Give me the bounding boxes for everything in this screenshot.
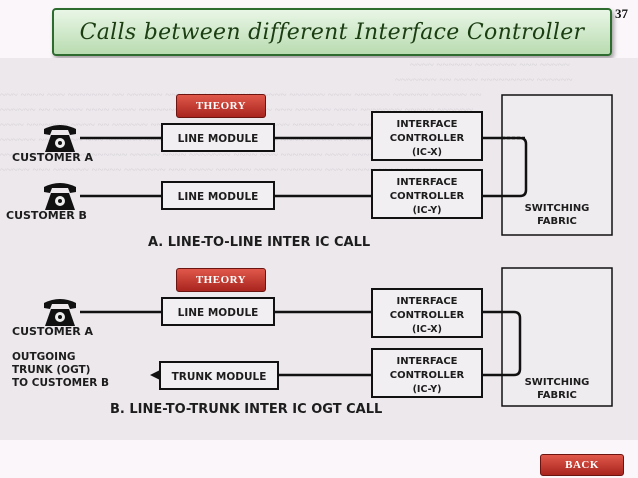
ic-y-line-2: CONTROLLER — [390, 191, 465, 202]
ic-x-line-3: (IC-X) — [412, 147, 442, 158]
trunk-module-label: TRUNK MODULE — [172, 371, 267, 383]
interface-controller-diagram: CUSTOMER A CUSTOMER B LINE MODULE LINE M… — [6, 94, 613, 417]
telephone-c-icon — [44, 299, 76, 326]
interface-controller-x-box-b — [371, 288, 483, 338]
ic-y-b-line-2: CONTROLLER — [390, 370, 465, 381]
outgoing-line-2: TRUNK (OGT) — [12, 364, 90, 376]
interface-controller-y-box — [371, 169, 483, 219]
customer-a-label-b: CUSTOMER A — [12, 325, 94, 338]
fabric-b-line-1: SWITCHING — [525, 377, 590, 388]
ic-x-b-line-3: (IC-X) — [412, 324, 442, 335]
line-module-label-b: LINE MODULE — [178, 307, 259, 319]
interface-controller-x-box — [371, 111, 483, 161]
interface-controller-y-box-b — [371, 348, 483, 398]
theory-button-1[interactable]: THEORY — [176, 94, 266, 118]
switching-fabric-a-box — [501, 94, 613, 236]
line-module-label-1: LINE MODULE — [178, 133, 259, 145]
ic-y-line-3: (IC-Y) — [413, 205, 442, 216]
fabric-a-line-1: SWITCHING — [525, 203, 590, 214]
ic-y-b-line-3: (IC-Y) — [413, 384, 442, 395]
ic-y-line-1: INTERFACE — [396, 177, 457, 188]
caption-a: A. LINE-TO-LINE INTER IC CALL — [148, 235, 370, 250]
trunk-module-box — [159, 361, 279, 390]
ic-x-line-1: INTERFACE — [396, 119, 457, 130]
customer-b-label: CUSTOMER B — [6, 209, 87, 222]
ic-x-line-2: CONTROLLER — [390, 133, 465, 144]
ic-x-b-line-1: INTERFACE — [396, 296, 457, 307]
telephone-a-icon — [44, 125, 76, 152]
fabric-a-line-2: FABRIC — [537, 216, 577, 227]
fabric-b-line-2: FABRIC — [537, 390, 577, 401]
diagram-b: CUSTOMER A OUTGOING TRUNK (OGT) TO CUSTO… — [12, 267, 613, 417]
line-module-label-2: LINE MODULE — [178, 191, 259, 203]
caption-b: B. LINE-TO-TRUNK INTER IC OGT CALL — [110, 402, 382, 417]
ic-x-b-line-2: CONTROLLER — [390, 310, 465, 321]
theory-button-2[interactable]: THEORY — [176, 268, 266, 292]
page-number: 37 — [615, 6, 628, 21]
telephone-b-icon — [44, 183, 76, 210]
fabric-b-connection — [482, 310, 522, 377]
title-banner: Calls between different Interface Contro… — [52, 8, 612, 56]
customer-a-label: CUSTOMER A — [12, 151, 94, 164]
line-module-box-b — [161, 297, 275, 326]
arrow-left-icon — [150, 370, 160, 380]
back-button[interactable]: BACK — [540, 454, 624, 476]
slide-title: Calls between different Interface Contro… — [79, 19, 585, 45]
outgoing-line-3: TO CUSTOMER B — [12, 377, 109, 389]
outgoing-line-1: OUTGOING — [12, 351, 75, 363]
ic-y-b-line-1: INTERFACE — [396, 356, 457, 367]
diagram-a: CUSTOMER A CUSTOMER B LINE MODULE LINE M… — [6, 94, 613, 250]
